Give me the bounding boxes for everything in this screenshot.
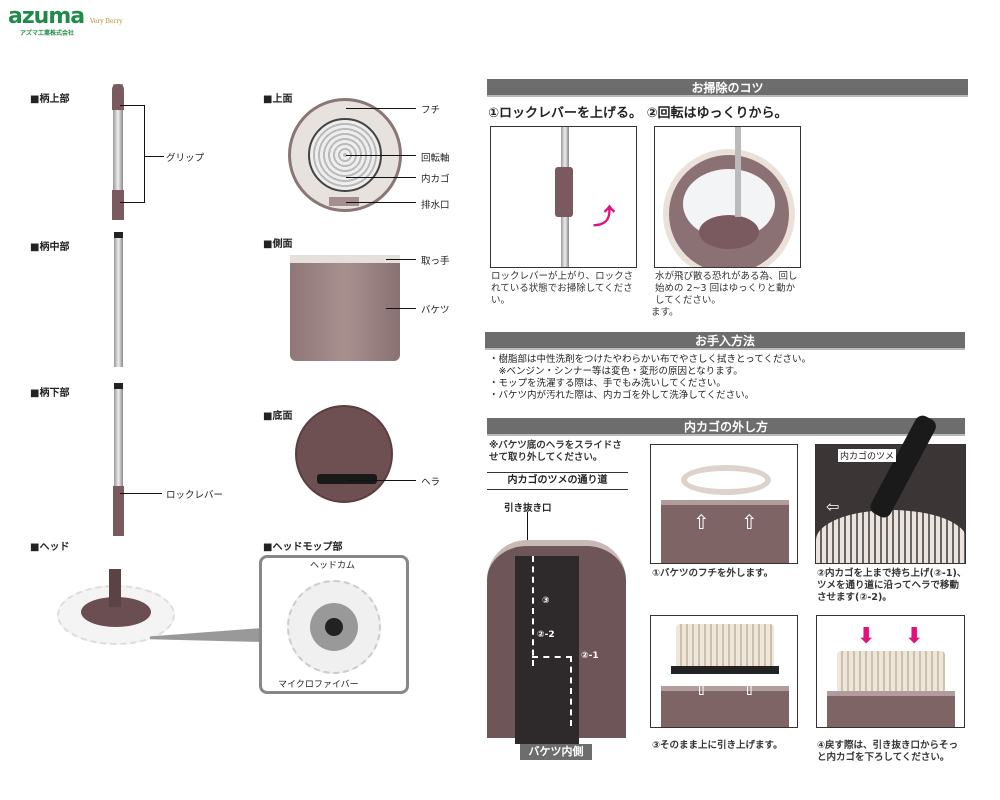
care-item: ・バケツ内が汚れた際は、内カゴを外して洗浄してください。 — [489, 390, 755, 401]
microfiber-label: マイクロファイバー — [278, 680, 359, 690]
arrow-down-icon: ⬇ — [857, 624, 876, 649]
tips-caption-2: 水が飛び散る恐れがある為、回し始めの 2~3 回はゆっくりと動かしてください。 — [655, 271, 798, 306]
arrow-up-icon: ⇧ — [741, 510, 758, 534]
logo-mark: Very Berry — [90, 18, 123, 25]
handle-top-image — [112, 84, 124, 220]
drain-label: 排水口 — [421, 200, 450, 211]
head-mop-box — [259, 555, 409, 694]
claw-label: 内カゴのツメ — [838, 449, 897, 462]
side-view-title: ■側面 — [263, 239, 293, 250]
basket-header: 内カゴの外し方 — [487, 418, 965, 436]
leader-line — [346, 177, 416, 178]
tips-caption-2-extra: ます。 — [651, 307, 679, 318]
logo: azuma アズマ工業株式会社 — [8, 4, 85, 38]
step-mark-3: ③ — [542, 596, 550, 606]
head-cam-label: ヘッドカム — [310, 561, 356, 571]
arrow-up-icon: ⇧ — [741, 676, 758, 700]
arrow-up-icon: ⇧ — [693, 510, 710, 534]
basket-note: ※バケツ底のヘラをスライドさせて取り外してください。 — [489, 440, 622, 463]
leader-line — [120, 493, 162, 494]
leader-line — [346, 202, 416, 203]
care-item: ・モップを洗濯する際は、手でもみ洗いしてください。 — [489, 378, 726, 389]
bucket-top-image — [288, 98, 402, 212]
step2-photo: ⇦ — [815, 444, 966, 564]
handle-bottom-image — [113, 383, 124, 536]
step3-caption: ③そのまま上に引き上げます。 — [652, 740, 783, 751]
bucket-label: バケツ — [421, 305, 450, 316]
handle-mid-title: ■柄中部 — [30, 242, 70, 253]
step2-caption: ②内カゴを上まで持ち上げ(②-1)、ツメを通り道に沿ってヘラで移動させます(②-… — [817, 568, 967, 603]
bucket-bottom-image — [295, 405, 393, 503]
tips-heading: ①ロックレバーを上げる。 ②回転はゆっくりから。 — [488, 106, 788, 121]
logo-company: アズマ工業株式会社 — [20, 30, 75, 37]
step3-photo: ⇧ ⇧ — [650, 615, 798, 728]
leader-line — [144, 105, 145, 203]
rim-label: フチ — [421, 105, 441, 116]
leader-line — [386, 259, 416, 260]
head-mop-title: ■ヘッドモップ部 — [263, 542, 343, 553]
leader-line — [386, 308, 416, 309]
care-item: ※ベンジン・シンナー等は変色・変形の原因となります。 — [489, 366, 743, 377]
tips-header: お掃除のコツ — [487, 79, 968, 97]
bucket-inside-label: バケツ内側 — [520, 744, 592, 760]
bottom-view-title: ■底面 — [263, 411, 293, 422]
handle-label: 取っ手 — [421, 256, 450, 267]
arrow-up-icon: ⇧ — [693, 676, 710, 700]
arrow-up-icon: ⤴ — [593, 205, 616, 230]
leader-line — [144, 156, 164, 157]
step-mark-2-1: ②-1 — [581, 651, 599, 661]
step4-photo: ⬇ ⬇ — [816, 615, 965, 728]
path-title: 内カゴのツメの通り道 — [487, 472, 628, 490]
spatula-label: ヘラ — [421, 477, 441, 488]
lock-lever-label: ロックレバー — [166, 490, 224, 501]
logo-brand: azuma — [8, 4, 85, 29]
spin-photo — [654, 126, 801, 268]
care-header: お手入方法 — [485, 332, 965, 350]
top-view-title: ■上面 — [263, 94, 293, 105]
exit-label: 引き抜き口 — [504, 503, 552, 514]
inner-basket-label: 内カゴ — [421, 174, 450, 185]
tips-caption-1: ロックレバーが上がり、ロックされている状態でお掃除してください。 — [491, 271, 634, 306]
handle-mid-image — [114, 232, 123, 367]
step1-caption: ①バケツのフチを外します。 — [652, 568, 774, 579]
head-image — [57, 569, 175, 645]
step-mark-2-2: ②-2 — [537, 630, 555, 640]
care-item: ・樹脂部は中性洗剤をつけたやわらかい布でやさしく拭きとってください。 — [489, 354, 811, 365]
bucket-inside-image: ③ ②-2 ②-1 — [487, 540, 626, 744]
care-list: ・樹脂部は中性洗剤をつけたやわらかい布でやさしく拭きとってください。 ※ベンジン… — [489, 354, 811, 402]
step1-photo: ⇧ ⇧ — [650, 444, 798, 564]
leader-line — [120, 202, 145, 203]
leader-line — [346, 480, 416, 481]
grip-label: グリップ — [166, 153, 205, 164]
handle-top-title: ■柄上部 — [30, 94, 70, 105]
step4-caption: ④戻す際は、引き抜き口からそっと内カゴを下ろしてください。 — [817, 740, 959, 763]
leader-line — [346, 155, 416, 156]
lock-lever-photo: ⤴ — [490, 126, 637, 268]
arrow-left-icon: ⇦ — [826, 497, 840, 516]
leader-line — [346, 108, 416, 109]
leader-line — [120, 105, 145, 106]
bucket-side-image — [290, 255, 400, 361]
handle-bottom-title: ■柄下部 — [30, 388, 70, 399]
head-title: ■ヘッド — [30, 542, 70, 553]
arrow-down-icon: ⬇ — [905, 624, 924, 649]
leader-line — [527, 512, 528, 542]
axis-label: 回転軸 — [421, 153, 450, 164]
